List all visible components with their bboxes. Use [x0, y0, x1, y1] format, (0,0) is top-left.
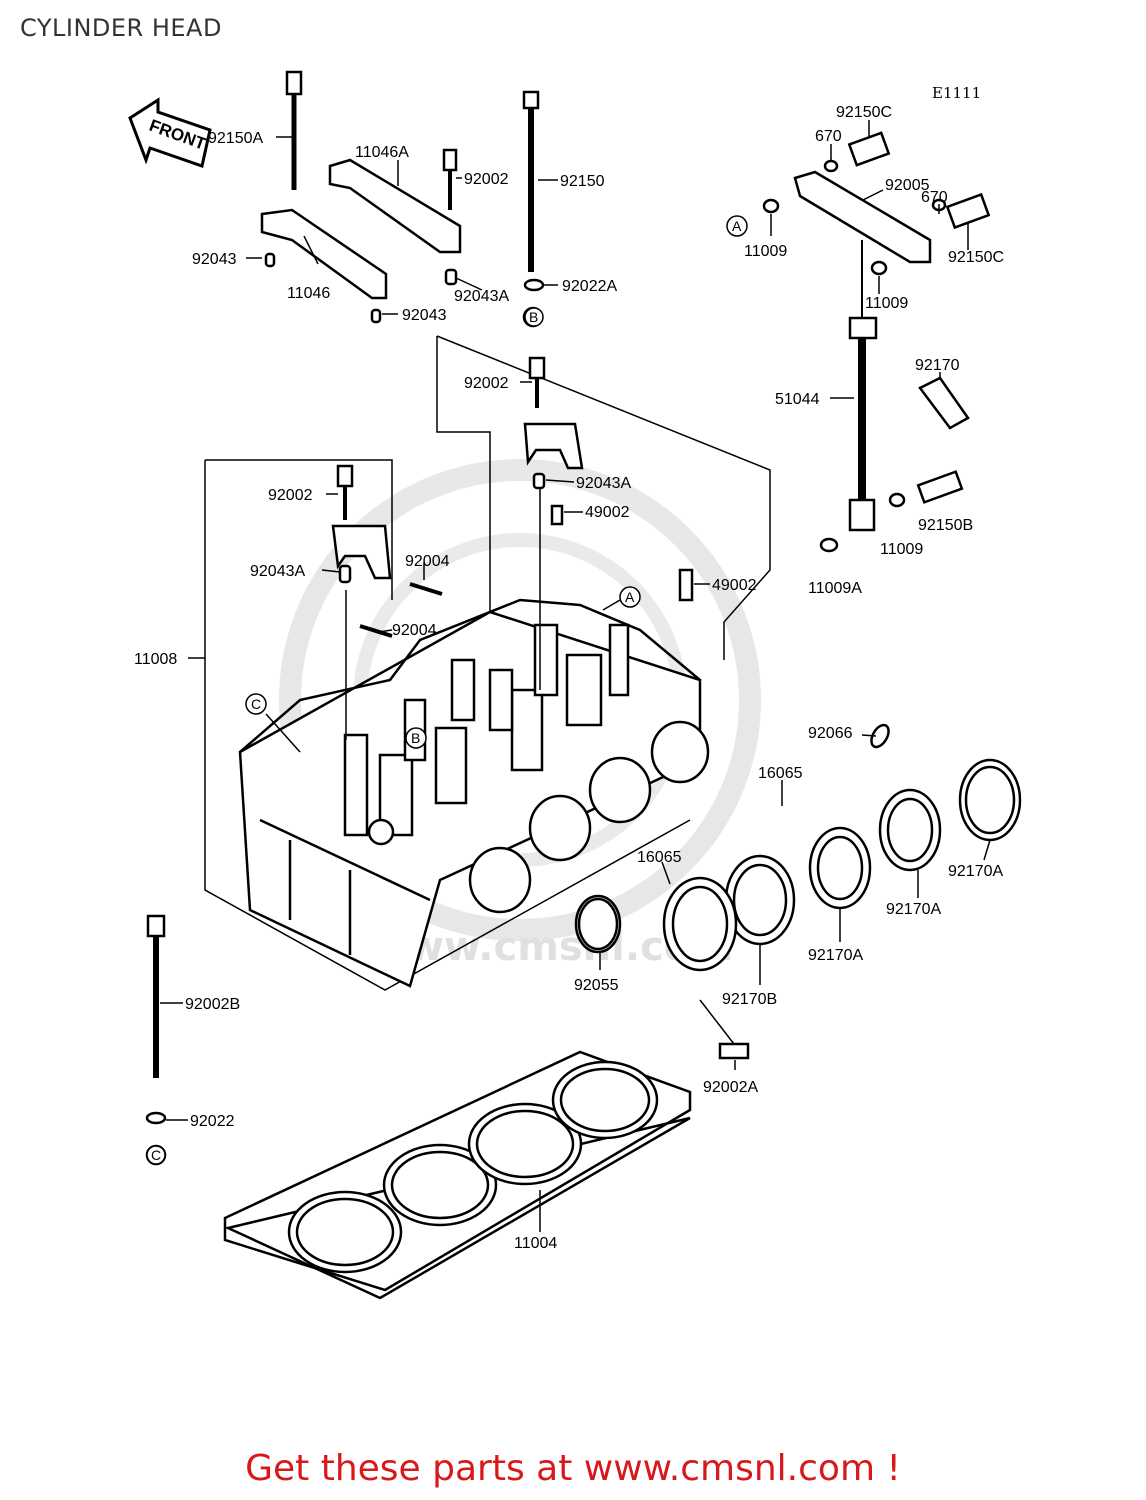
camshaft-caps-left: [260, 70, 545, 328]
oil-pipe-assembly: [762, 131, 991, 553]
part-label: 92170A: [808, 947, 863, 964]
svg-text:B: B: [411, 730, 420, 746]
part-label: 92150A: [208, 130, 263, 147]
part-label: 49002: [585, 504, 630, 521]
svg-text:C: C: [151, 1147, 161, 1163]
part-label: 92055: [574, 977, 619, 994]
diagram-code: E1111: [932, 84, 982, 102]
part-label: 92005: [885, 177, 930, 194]
part-label: 92170A: [886, 901, 941, 918]
part-label: 92170A: [948, 863, 1003, 880]
cylinder-head-body: [238, 598, 710, 988]
part-label: 92002: [464, 171, 509, 188]
part-label: 16065: [758, 765, 803, 782]
part-label: 92150C: [948, 249, 1004, 266]
part-label: 92002: [268, 487, 313, 504]
assembly-outlines: [204, 335, 771, 991]
svg-text:A: A: [732, 218, 742, 234]
part-label: 92043A: [576, 475, 631, 492]
callout-b-head: B: [405, 727, 427, 749]
part-label: 92002A: [703, 1079, 758, 1096]
part-label: 92170: [915, 357, 960, 374]
part-label: 51044: [775, 391, 820, 408]
part-label: 92043: [192, 251, 237, 268]
part-label: 11009: [744, 243, 787, 260]
front-arrow: FRONT: [128, 97, 212, 168]
part-label: 92043A: [250, 563, 305, 580]
part-label: 92043: [402, 307, 447, 324]
part-label: 92002B: [185, 996, 240, 1013]
part-label: 11009: [880, 541, 923, 558]
svg-text:B: B: [529, 309, 538, 325]
part-label: 11046: [287, 285, 330, 302]
promo-footer[interactable]: Get these parts at www.cmsnl.com !: [245, 1448, 901, 1489]
part-label: 92004: [392, 622, 437, 639]
leader-lines: [160, 120, 991, 1232]
part-label: 11009: [865, 295, 908, 312]
part-label: 11046A: [355, 144, 409, 161]
callout-a-head: A: [619, 586, 641, 608]
part-label: 92150: [560, 173, 605, 190]
page-title: CYLINDER HEAD: [20, 14, 222, 42]
part-label: 92004: [405, 553, 450, 570]
long-bolt-lower: [145, 914, 167, 1166]
part-label: 92022: [190, 1113, 235, 1130]
camshaft-caps-center: [331, 356, 694, 638]
part-label: 92170B: [722, 991, 777, 1008]
head-gasket: [223, 1050, 692, 1300]
part-label: 11008: [134, 651, 177, 668]
intake-holders: [574, 723, 1022, 1060]
callout-b-top: B: [524, 307, 544, 327]
part-label: 16065: [637, 849, 682, 866]
callout-c-bottom: C: [146, 1145, 166, 1165]
part-labels: 92150A 11046A 92002 92150 92043 11046 92…: [134, 104, 1004, 1252]
part-label: 92066: [808, 725, 853, 742]
callout-a-top: A: [726, 215, 748, 237]
part-label: 11009A: [808, 580, 862, 597]
callout-c-head: C: [245, 693, 267, 715]
part-label: 670: [815, 128, 842, 145]
part-label: 92002: [464, 375, 509, 392]
part-label: 92043A: [454, 288, 509, 305]
part-label: 92150C: [836, 104, 892, 121]
part-label: 92022A: [562, 278, 617, 295]
part-label: 49002: [712, 577, 757, 594]
part-label: 92150B: [918, 517, 973, 534]
svg-text:A: A: [625, 589, 635, 605]
svg-text:C: C: [251, 696, 261, 712]
part-label: 11004: [514, 1235, 557, 1252]
part-label: 670: [921, 189, 948, 206]
